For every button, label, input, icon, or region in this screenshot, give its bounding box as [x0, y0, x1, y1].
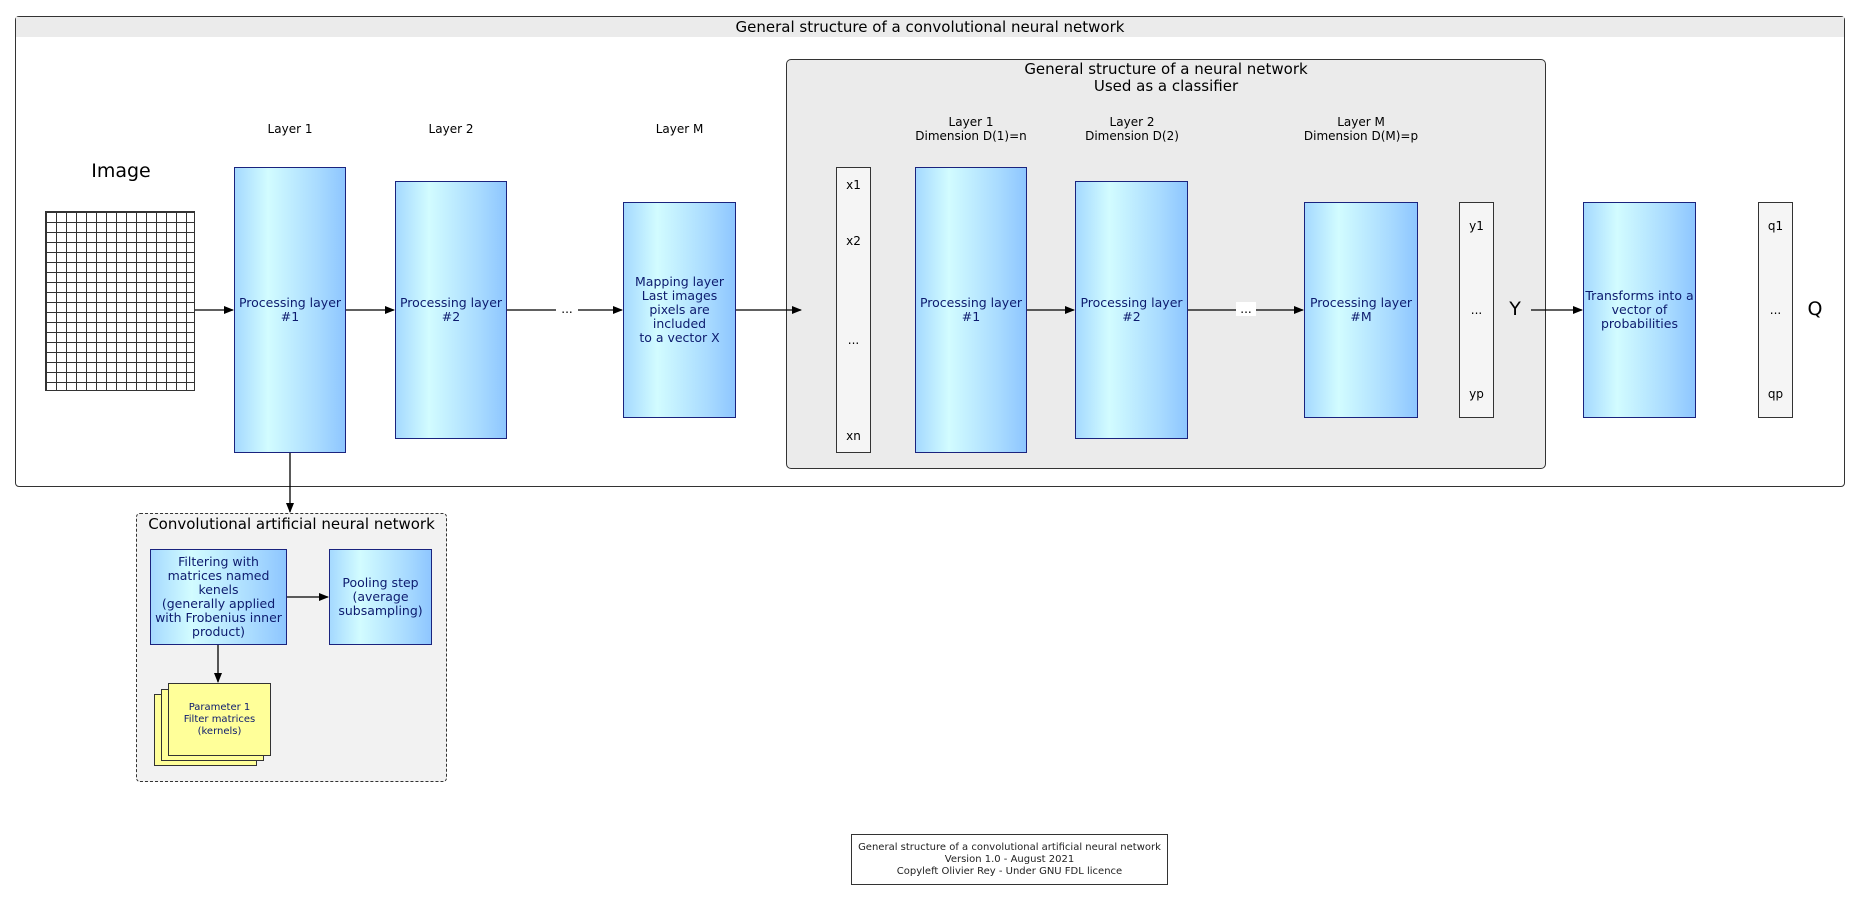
nn-layer2-label: Layer 2 Dimension D(2) — [1085, 115, 1179, 143]
cnn-processing-layer-2: Processing layer #2 — [395, 181, 507, 439]
vector-y-item: y1 — [1469, 219, 1484, 233]
cnn-detail-title: Convolutional artificial neural network — [148, 515, 435, 533]
filtering-step-box: Filtering with matrices named kenels (ge… — [150, 549, 287, 645]
vector-y: y1 ... yp — [1459, 202, 1494, 418]
vector-q: q1 ... qp — [1758, 202, 1793, 418]
nn-layer1-label: Layer 1 Dimension D(1)=n — [915, 115, 1027, 143]
vector-x-item: ... — [847, 333, 860, 347]
footer-line3: Copyleft Olivier Rey - Under GNU FDL lic… — [896, 866, 1123, 877]
vector-q-item: q1 — [1767, 219, 1784, 233]
image-label: Image — [91, 160, 151, 182]
parameter-note-front: Parameter 1 Filter matrices (kernels) — [168, 683, 271, 756]
cnn-layer2-label: Layer 2 — [428, 122, 474, 136]
nn-layerM-label: Layer M Dimension D(M)=p — [1303, 115, 1419, 143]
vector-x-item: x1 — [846, 178, 861, 192]
image-pixel-grid — [45, 211, 195, 391]
vector-y-label: Y — [1509, 298, 1521, 320]
vector-x: x1 x2 ... xn — [836, 167, 871, 453]
vector-x-item: x2 — [846, 234, 861, 248]
cnn-layerM-label: Layer M — [655, 122, 704, 136]
nn-ellipsis: ... — [1236, 302, 1256, 316]
nn-title-line2: Used as a classifier — [1093, 77, 1239, 95]
mapping-layer: Mapping layer Last images pixels are inc… — [623, 202, 736, 418]
cnn-layer1-label: Layer 1 — [267, 122, 313, 136]
vector-y-item: ... — [1470, 303, 1483, 317]
nn-title: General structure of a neural network Us… — [786, 61, 1546, 95]
footer-credit: General structure of a convolutional art… — [851, 834, 1168, 885]
outer-title: General structure of a convolutional neu… — [16, 17, 1844, 37]
cnn-ellipsis: ... — [556, 302, 578, 316]
cnn-processing-layer-1: Processing layer #1 — [234, 167, 346, 453]
nn-processing-layer-M: Processing layer #M — [1304, 202, 1418, 418]
nn-title-line1: General structure of a neural network — [1024, 60, 1308, 78]
vector-y-item: yp — [1469, 387, 1484, 401]
vector-q-item: ... — [1769, 303, 1782, 317]
pooling-step-box: Pooling step (average subsampling) — [329, 549, 432, 645]
nn-processing-layer-1: Processing layer #1 — [915, 167, 1027, 453]
nn-processing-layer-2: Processing layer #2 — [1075, 181, 1188, 439]
footer-line1: General structure of a convolutional art… — [858, 842, 1161, 853]
probability-transform-box: Transforms into a vector of probabilitie… — [1583, 202, 1696, 418]
vector-q-item: qp — [1767, 387, 1784, 401]
footer-line2: Version 1.0 - August 2021 — [944, 854, 1075, 865]
vector-x-item: xn — [846, 429, 861, 443]
vector-q-label: Q — [1807, 298, 1823, 320]
